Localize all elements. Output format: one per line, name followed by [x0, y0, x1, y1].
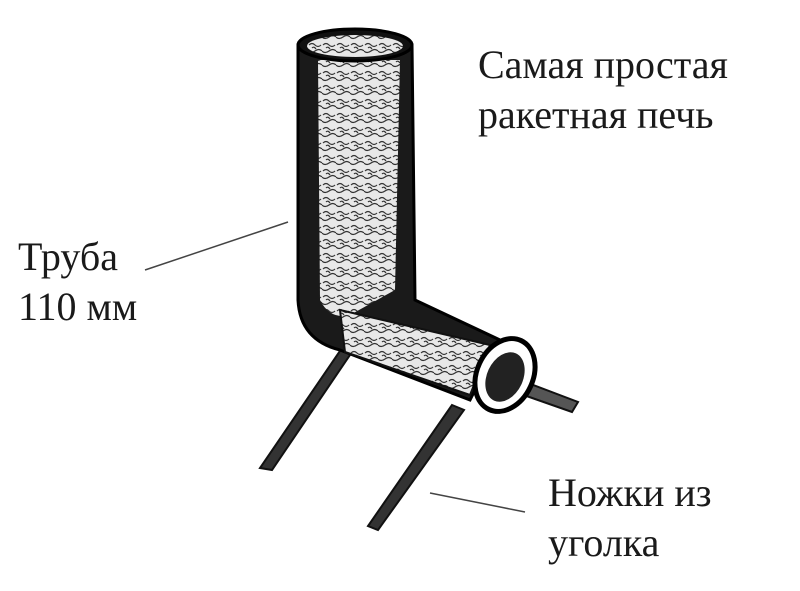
legs-label-line1: Ножки из: [548, 470, 712, 515]
pipe-label-line2: 110 мм: [18, 284, 138, 329]
legs-leader-line: [429, 492, 526, 513]
pipe-label: Труба 110 мм: [18, 232, 137, 332]
pipe: [296, 27, 538, 414]
title-line2: ракетная печь: [478, 92, 714, 137]
title-line1: Самая простая: [478, 42, 728, 87]
legs-label: Ножки из уголка: [548, 468, 712, 568]
pipe-label-line1: Труба: [18, 234, 118, 279]
pipe-leader-line: [144, 221, 289, 271]
legs-label-line2: уголка: [548, 520, 660, 565]
title: Самая простая ракетная печь: [478, 40, 728, 140]
